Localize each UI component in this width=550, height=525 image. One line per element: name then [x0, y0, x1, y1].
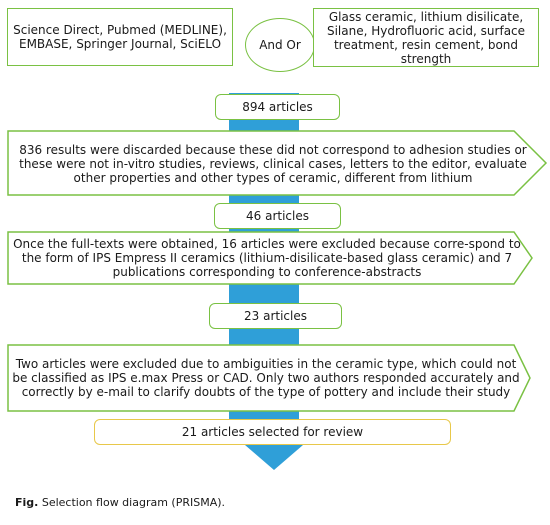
exclusion-2-text: Once the full-texts were obtained, 16 ar…	[13, 237, 521, 279]
figure-caption: Fig. Selection flow diagram (PRISMA).	[15, 496, 535, 512]
exclusion-box-1: 836 results were discarded because these…	[18, 135, 528, 193]
count-23-text: 23 articles	[244, 309, 307, 323]
exclusion-1-text: 836 results were discarded because these…	[19, 143, 527, 185]
operator-text: And Or	[259, 38, 301, 52]
exclusion-3-text: Two articles were excluded due to ambigu…	[12, 357, 520, 399]
keywords-text: Glass ceramic, lithium disilicate, Silan…	[326, 9, 526, 66]
caption-prefix: Fig.	[15, 496, 39, 509]
count-894-text: 894 articles	[242, 100, 313, 114]
flow-arrow-head	[245, 445, 303, 470]
exclusion-box-3-shape	[7, 344, 531, 412]
keywords-box: Glass ceramic, lithium disilicate, Silan…	[313, 8, 539, 67]
count-46-text: 46 articles	[246, 209, 309, 223]
final-text: 21 articles selected for review	[181, 425, 364, 439]
exclusion-box-3: Two articles were excluded due to ambigu…	[12, 348, 520, 408]
count-box-894: 894 articles	[215, 94, 340, 120]
operator-ellipse: And Or	[245, 18, 315, 72]
count-box-46: 46 articles	[214, 203, 341, 229]
count-box-23: 23 articles	[209, 303, 342, 329]
exclusion-box-2-shape	[7, 231, 533, 285]
databases-text: Science Direct, Pubmed (MEDLINE), EMBASE…	[13, 23, 227, 51]
exclusion-box-2: Once the full-texts were obtained, 16 ar…	[12, 234, 522, 282]
exclusion-box-1-shape	[7, 130, 548, 196]
final-box: 21 articles selected for review	[94, 419, 451, 445]
databases-box: Science Direct, Pubmed (MEDLINE), EMBASE…	[7, 8, 233, 66]
caption-text: Selection flow diagram (PRISMA).	[38, 496, 226, 509]
